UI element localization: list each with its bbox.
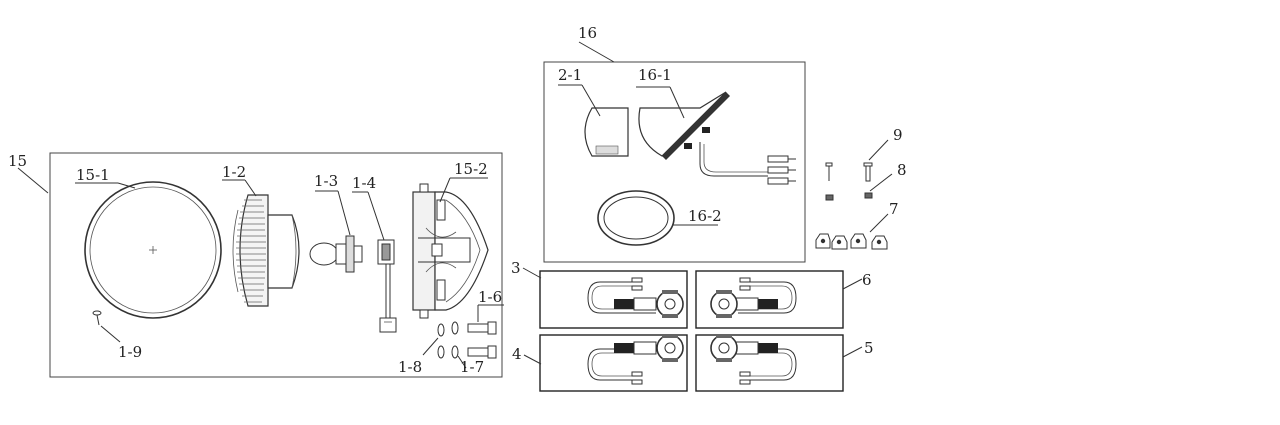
label-1-7: 1-7 [460, 358, 484, 376]
label-15-2: 15-2 [454, 160, 488, 178]
bolts-1-6-1-7 [467, 321, 497, 359]
turn-signal-6 [695, 270, 844, 329]
label-3: 3 [511, 259, 521, 277]
label-1-3: 1-3 [314, 172, 338, 190]
label-5: 5 [864, 339, 874, 357]
label-16-1: 16-1 [638, 66, 672, 84]
label-9: 9 [893, 126, 903, 144]
label-15: 15 [8, 152, 27, 170]
label-15-1: 15-1 [76, 166, 110, 184]
label-2-1: 2-1 [558, 66, 582, 84]
screw-1-9 [92, 310, 102, 326]
screws-9 [825, 162, 873, 182]
label-4: 4 [512, 345, 522, 363]
socket-wire-1-4 [377, 239, 397, 333]
label-1-2: 1-2 [222, 163, 246, 181]
label-6: 6 [862, 271, 872, 289]
label-1-8: 1-8 [398, 358, 422, 376]
headlamp-lens [84, 181, 222, 319]
fog-lamp-frame [543, 61, 806, 263]
label-1-4: 1-4 [352, 174, 376, 192]
fog-lamp-group: 16 2-1 16-1 [543, 24, 806, 263]
fog-lens-2-1 [584, 107, 629, 157]
fog-bezel-16-2 [597, 190, 675, 246]
nuts-8 [825, 192, 873, 201]
label-8: 8 [897, 161, 907, 179]
bulb-1-3 [309, 235, 363, 273]
turn-signal-3 [539, 270, 688, 329]
fog-lamp-body-16-1 [638, 91, 796, 185]
label-16: 16 [578, 24, 597, 42]
turn-signal-4 [539, 334, 688, 392]
label-1-6: 1-6 [478, 288, 502, 306]
headlamp-frame [49, 152, 503, 378]
hardware-group: 9 8 7 [815, 126, 907, 250]
headlamp-back-housing [412, 183, 489, 319]
turn-signal-5 [695, 334, 844, 392]
reflector-housing [232, 194, 300, 307]
label-1-9: 1-9 [118, 343, 142, 361]
label-16-2: 16-2 [688, 207, 722, 225]
clips-7 [815, 233, 888, 250]
headlamp-assembly-group: 15 15-1 1-9 [8, 152, 504, 378]
label-7: 7 [889, 200, 899, 218]
washers-1-8 [437, 321, 459, 359]
